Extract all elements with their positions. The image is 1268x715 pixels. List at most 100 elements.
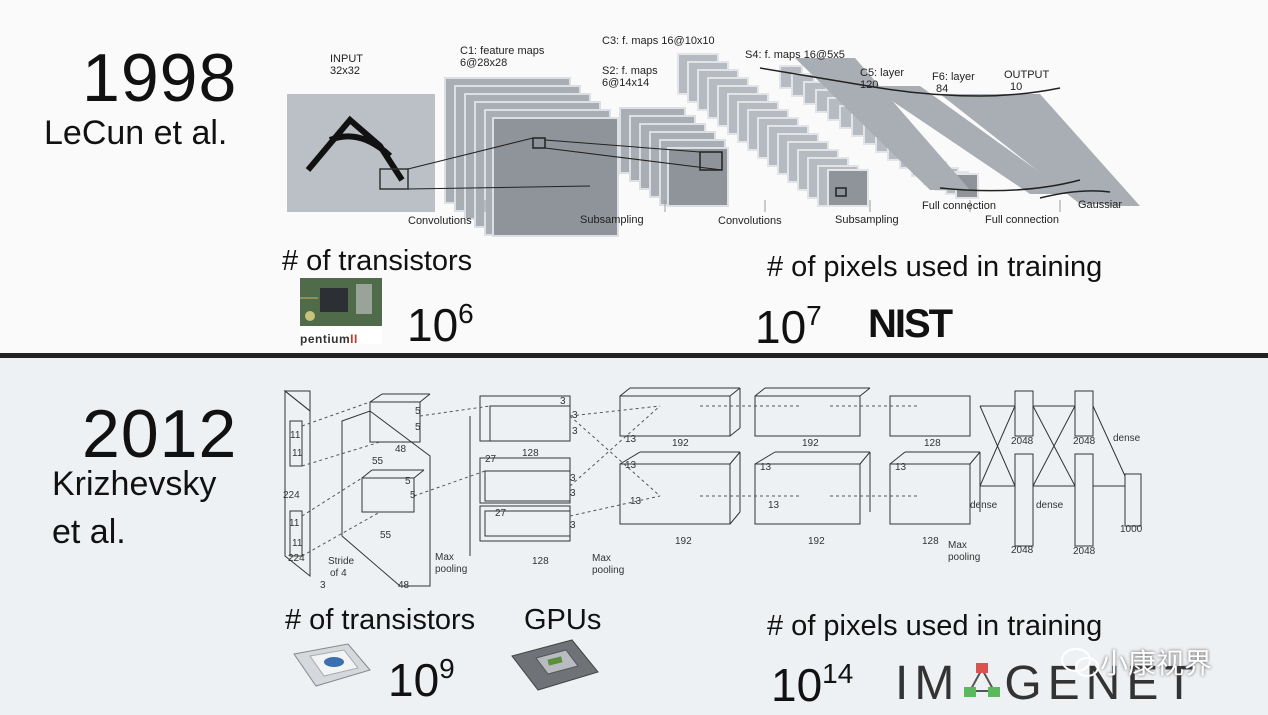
transistors-base-1998: 10 bbox=[407, 299, 459, 351]
lenet-input-size: 32x32 bbox=[330, 65, 360, 77]
lenet-c1-size: 6@28x28 bbox=[460, 57, 507, 69]
pixels-base-2012: 10 bbox=[771, 659, 823, 711]
alexnet-n2048c: 2048 bbox=[1073, 436, 1096, 447]
alexnet-n11b: 11 bbox=[292, 448, 303, 459]
imagenet-logo-right: GENET bbox=[1004, 657, 1200, 710]
watermark: 小康视界 bbox=[1060, 642, 1212, 682]
pixels-base-1998: 10 bbox=[755, 301, 807, 353]
pixels-exp-1998: 7 bbox=[806, 300, 822, 331]
lenet-c3-label: C3: f. maps 16@10x10 bbox=[602, 35, 715, 47]
alexnet-conv3-top bbox=[619, 395, 731, 437]
alexnet-n192c: 192 bbox=[802, 438, 819, 449]
lower-section-bg bbox=[0, 358, 1268, 715]
alexnet-n13e: 13 bbox=[768, 500, 780, 511]
alexnet-dense1: dense bbox=[970, 500, 998, 511]
lenet-c1-label: C1: feature maps bbox=[460, 45, 545, 57]
pixels-label-1998: # of pixels used in training bbox=[767, 251, 1103, 283]
gpu-chip-icon bbox=[511, 639, 599, 691]
alexnet-n11a: 11 bbox=[290, 430, 301, 441]
transistors-exp-2012: 9 bbox=[439, 653, 455, 684]
pixels-value-1998: 107 bbox=[755, 300, 822, 353]
pentium-chip-image: pentiumII bbox=[300, 278, 382, 346]
imagenet-tree-icon bbox=[964, 663, 1001, 697]
circuit-board-icon bbox=[300, 278, 382, 326]
lenet-s2-label: S2: f. maps bbox=[602, 65, 658, 77]
alexnet-conv3-bottom bbox=[619, 463, 731, 525]
alexnet-n11d: 11 bbox=[292, 538, 303, 549]
alexnet-n13a: 13 bbox=[625, 434, 637, 445]
watermark-text: 小康视界 bbox=[1100, 647, 1213, 680]
lenet-output-size: 10 bbox=[1010, 81, 1022, 93]
alexnet-dense3: dense bbox=[1113, 433, 1141, 444]
alexnet-dense1-top bbox=[1014, 390, 1034, 437]
lenet-op-full2: Full connection bbox=[985, 214, 1059, 226]
alexnet-n192d: 192 bbox=[808, 536, 825, 547]
alexnet-dense2: dense bbox=[1036, 500, 1064, 511]
year-2012: 2012 bbox=[82, 396, 238, 472]
alexnet-n55a: 55 bbox=[372, 456, 384, 467]
lenet-c1-stack bbox=[444, 77, 619, 237]
lenet-s2-size: 6@14x14 bbox=[602, 77, 649, 89]
imagenet-logo: IM GENET bbox=[895, 656, 1200, 711]
alexnet-dense2-top bbox=[1074, 390, 1094, 437]
lenet-output-label: OUTPUT bbox=[1004, 69, 1050, 81]
alexnet-n27a: 27 bbox=[485, 454, 497, 465]
alexnet-conv1-block bbox=[341, 410, 431, 587]
wechat-icon bbox=[1061, 648, 1099, 677]
xeon-chip-icon bbox=[293, 643, 371, 687]
alexnet-n2048d: 2048 bbox=[1073, 546, 1096, 557]
lenet-s2-stack bbox=[619, 107, 729, 207]
lenet-input-plane bbox=[287, 94, 435, 212]
pixels-label-2012: # of pixels used in training bbox=[767, 610, 1103, 642]
lenet-s4-label: S4: f. maps 16@5x5 bbox=[745, 49, 845, 61]
lenet-diagram: INPUT 32x32 C1: feature maps 6@28x28 C3:… bbox=[287, 35, 1140, 237]
alexnet-diagram: 11 11 224 11 11 224 3 Stride of 4 55 55 … bbox=[283, 387, 1143, 591]
pixels-value-2012: 1014 bbox=[771, 658, 854, 711]
transistors-exp-1998: 6 bbox=[458, 298, 474, 329]
lenet-c5-size: 120 bbox=[860, 79, 878, 91]
alexnet-n5c: 5 bbox=[405, 476, 411, 487]
author-lecun: LeCun et al. bbox=[44, 114, 228, 152]
lenet-f6-band bbox=[870, 86, 1070, 194]
pentium-chip-label: pentium bbox=[300, 332, 351, 346]
alexnet-n48a: 48 bbox=[395, 444, 407, 455]
alexnet-conv5-top bbox=[889, 395, 971, 437]
transistors-label-1998: # of transistors bbox=[282, 245, 473, 277]
lenet-f6-size: 84 bbox=[936, 83, 948, 95]
alexnet-maxpool1a: Max bbox=[435, 552, 454, 563]
alexnet-maxpool3b: pooling bbox=[948, 552, 980, 563]
alexnet-n3a: 3 bbox=[560, 396, 566, 407]
alexnet-n128c: 128 bbox=[924, 438, 941, 449]
alexnet-stride1: Stride bbox=[328, 556, 355, 567]
alexnet-maxpool2b: pooling bbox=[592, 565, 624, 576]
alexnet-n13f: 13 bbox=[895, 462, 907, 473]
alexnet-dense2-bottom bbox=[1074, 453, 1094, 547]
alexnet-n3: 3 bbox=[320, 580, 326, 591]
alexnet-n5d: 5 bbox=[410, 490, 416, 501]
alexnet-dense1-bottom bbox=[1014, 453, 1034, 547]
alexnet-n13c: 13 bbox=[630, 496, 642, 507]
lenet-f6-label: F6: layer bbox=[932, 71, 975, 83]
lenet-c3-stack bbox=[677, 53, 869, 207]
alexnet-n3c: 3 bbox=[572, 426, 578, 437]
imagenet-logo-left: IM bbox=[895, 657, 961, 710]
transistors-value-2012: 109 bbox=[388, 653, 455, 704]
alexnet-conv4-top bbox=[754, 395, 861, 437]
transistors-value-1998: 106 bbox=[407, 298, 474, 351]
author-krizhevsky-line2: et al. bbox=[52, 513, 126, 551]
lenet-c5-band bbox=[795, 58, 970, 190]
alexnet-n192b: 192 bbox=[675, 536, 692, 547]
transistors-label-2012: # of transistors bbox=[285, 604, 476, 636]
pixels-exp-2012: 14 bbox=[822, 658, 854, 689]
lenet-op-gauss: Gaussiar bbox=[1078, 199, 1122, 211]
gpus-label: GPUs bbox=[524, 604, 602, 636]
section-divider bbox=[0, 353, 1268, 358]
alexnet-n192a: 192 bbox=[672, 438, 689, 449]
alexnet-n3d: 3 bbox=[570, 473, 576, 484]
alexnet-n13d: 13 bbox=[760, 462, 772, 473]
alexnet-n3e: 3 bbox=[570, 488, 576, 499]
alexnet-n13b: 13 bbox=[625, 460, 637, 471]
pentium-chip-suffix: II bbox=[350, 332, 358, 346]
alexnet-n2048a: 2048 bbox=[1011, 436, 1034, 447]
lenet-op-conv2: Convolutions bbox=[718, 215, 782, 227]
